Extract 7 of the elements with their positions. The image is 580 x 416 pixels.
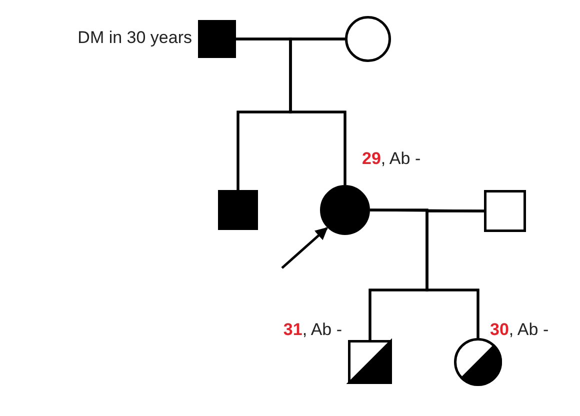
proband-arrow (281, 227, 328, 269)
pedigree-line (426, 210, 484, 338)
node-label: 30, Ab - (490, 320, 549, 340)
node-label: DM in 30 years (76, 28, 192, 48)
pedigree-line (289, 38, 346, 185)
node-label: 29, Ab - (362, 149, 421, 169)
node-label: 31, Ab - (282, 320, 342, 340)
